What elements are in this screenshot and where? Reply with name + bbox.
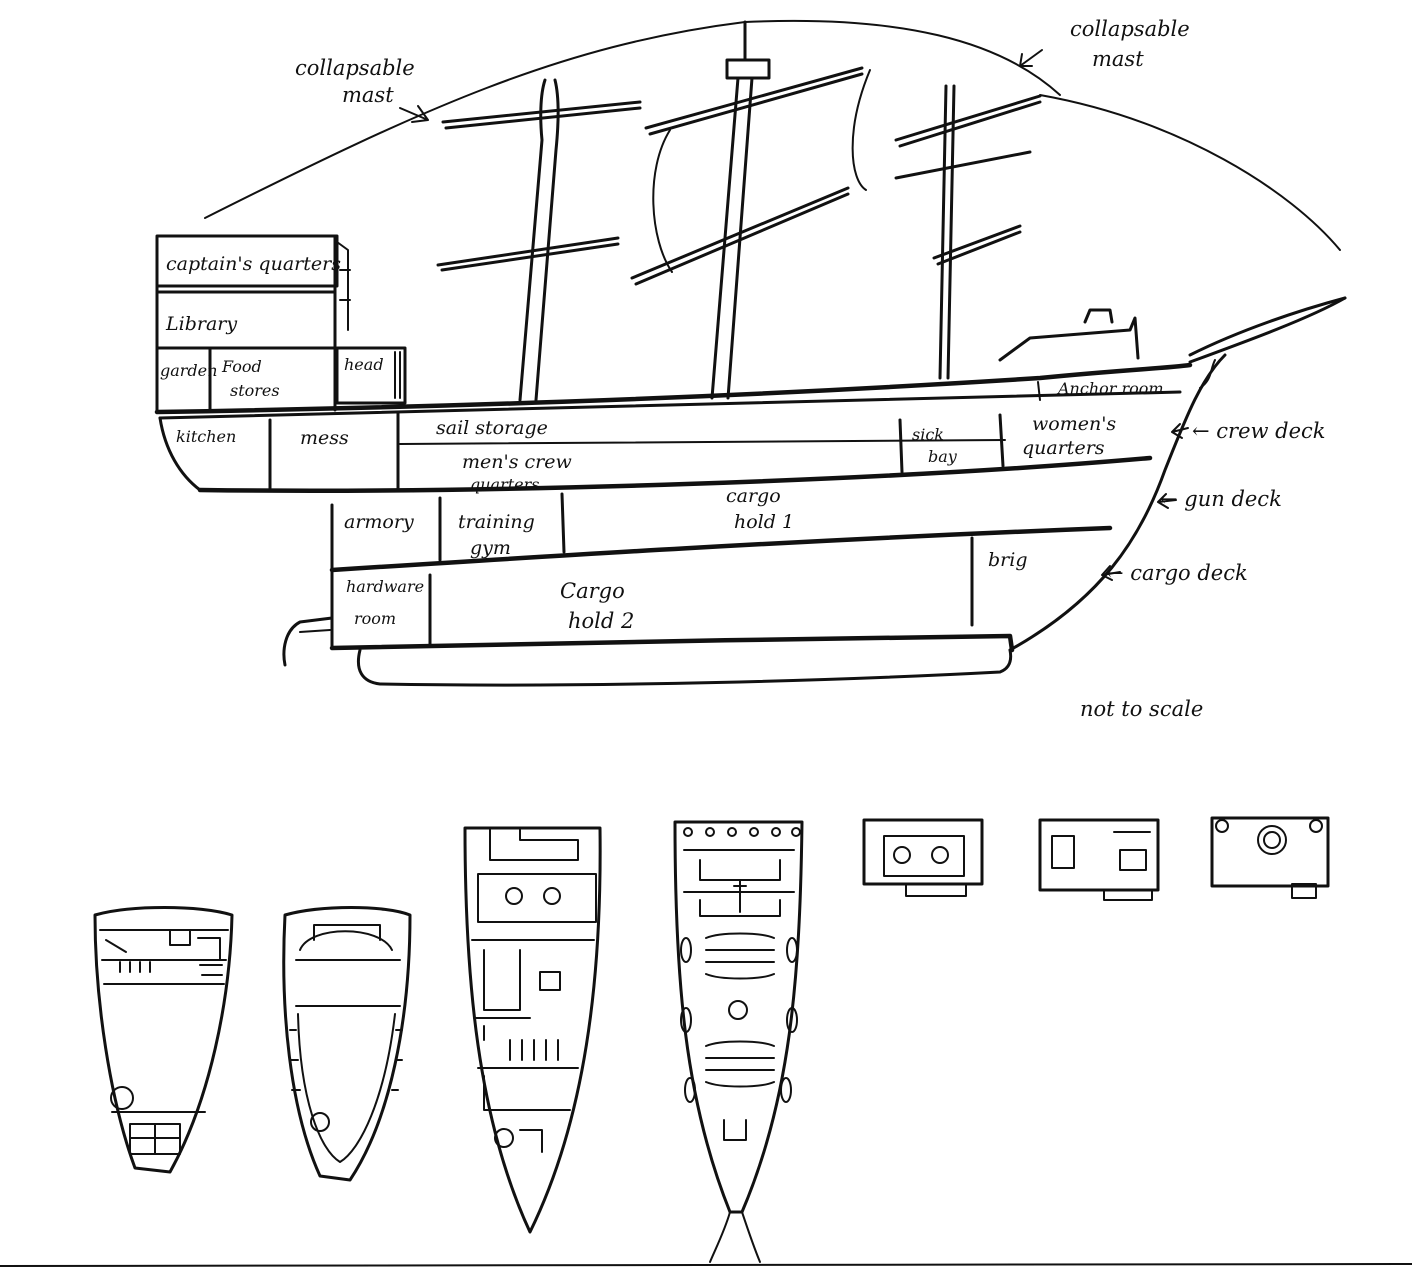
cabin-plan-2 <box>1038 818 1160 901</box>
portholes-top <box>683 827 801 837</box>
room-garden: garden <box>160 361 217 380</box>
room-sick-bay-1: sick <box>912 425 944 444</box>
labels: collapsable mast collapsable mast captai… <box>160 17 1326 721</box>
room-mess: mess <box>300 427 349 449</box>
deck-plan-2 <box>282 906 412 1182</box>
room-brig: brig <box>988 549 1027 571</box>
room-sick-bay-2: bay <box>928 447 958 466</box>
stern-castle <box>155 234 407 414</box>
deck-plan-3 <box>463 826 602 1234</box>
room-sail-storage: sail storage <box>436 417 548 439</box>
room-food-stores-1: Food <box>221 357 262 376</box>
room-cargo-hold-1-a: cargo <box>726 485 781 507</box>
room-food-stores-2: stores <box>230 381 280 400</box>
room-training-gym-2: gym <box>470 537 511 559</box>
room-armory: armory <box>344 511 414 533</box>
room-mens-quarters-1: men's crew <box>462 451 572 473</box>
mast-label-left-1: collapsable <box>295 56 415 80</box>
mast-label-right-2: mast <box>1092 47 1144 71</box>
room-hardware-1: hardware <box>346 577 424 596</box>
cabin-plan-3 <box>1210 816 1330 899</box>
room-cargo-hold-1-b: hold 1 <box>734 511 794 533</box>
room-mens-quarters-2: quarters <box>470 475 540 494</box>
gun-deck-label: ← gun deck <box>1160 487 1282 511</box>
deck-plan-4 <box>673 820 804 1263</box>
rigging <box>204 19 1341 402</box>
room-head: head <box>344 355 384 374</box>
crew-deck-label: ← crew deck <box>1192 419 1326 443</box>
room-womens-quarters-2: quarters <box>1022 437 1105 459</box>
mast-label-right-1: collapsable <box>1070 17 1190 41</box>
room-hardware-2: room <box>354 609 396 628</box>
mast-label-left-2: mast <box>342 83 394 107</box>
room-womens-quarters-1: women's <box>1032 413 1116 435</box>
room-library: Library <box>165 313 237 335</box>
room-cargo-hold-2-a: Cargo <box>560 579 625 603</box>
cargo-deck-label: ← cargo deck <box>1106 561 1248 585</box>
deck-plan-1 <box>93 906 234 1174</box>
paper-edge <box>0 1263 1412 1267</box>
room-captains-quarters: captain's quarters <box>166 253 341 275</box>
room-cargo-hold-2-b: hold 2 <box>568 609 634 633</box>
cabin-plan-1 <box>862 818 984 897</box>
room-anchor: Anchor room <box>1056 379 1164 398</box>
room-kitchen: kitchen <box>176 427 236 446</box>
hull <box>154 296 1347 687</box>
scale-note: not to scale <box>1080 697 1203 721</box>
room-training-gym-1: training <box>458 511 535 533</box>
